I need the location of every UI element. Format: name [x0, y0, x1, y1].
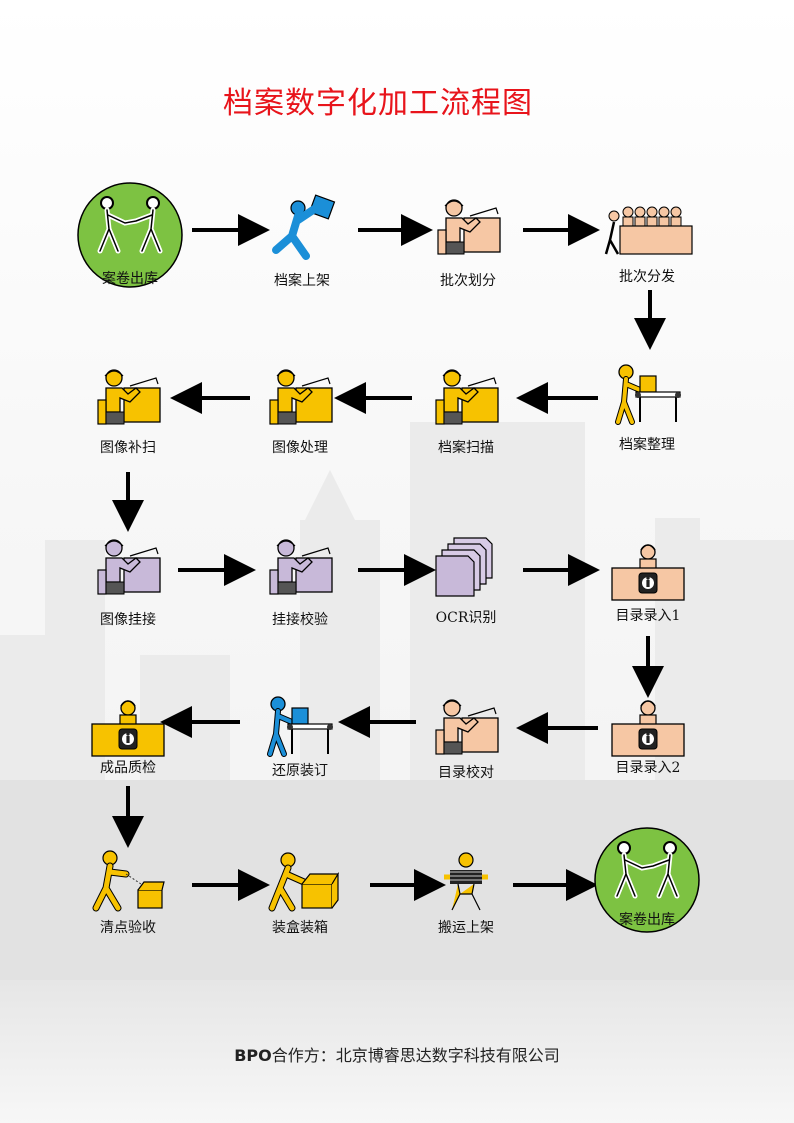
carry-box-icon — [272, 194, 336, 260]
step-label-18: 装盒装箱 — [272, 920, 328, 936]
step-label-3: 批次划分 — [440, 273, 496, 289]
footer-partner: BPO合作方：北京博睿思达数字科技有限公司 — [0, 1042, 794, 1066]
step-label-14: 目录校对 — [438, 765, 494, 781]
step-label-16: 成品质检 — [100, 760, 156, 776]
handover-icon — [77, 182, 183, 288]
workbench-icon — [267, 696, 333, 757]
step-label-8: 图像补扫 — [100, 440, 156, 456]
step-label-15: 还原装订 — [272, 763, 328, 779]
documents-icon — [435, 537, 493, 597]
desk-worker-icon — [97, 539, 161, 595]
step-label-1: 案卷出库 — [102, 271, 158, 287]
step-label-17: 清点验收 — [100, 920, 156, 936]
footer-bold: BPO — [234, 1046, 272, 1065]
scanner-worker-icon — [435, 369, 499, 425]
scanner-worker-icon — [269, 369, 333, 425]
step-label-6: 档案扫描 — [438, 440, 494, 456]
step-label-7: 图像处理 — [272, 440, 328, 456]
page-title: 档案数字化加工流程图 — [223, 86, 533, 121]
step-label-12: 目录录入1 — [615, 608, 681, 624]
step-label-19: 搬运上架 — [438, 920, 494, 936]
operator-desk-icon — [91, 700, 165, 757]
desk-worker-icon — [269, 539, 333, 595]
carry-stack-icon — [444, 852, 488, 911]
step-label-2: 档案上架 — [274, 273, 330, 289]
step-label-10: 挂接校验 — [272, 612, 328, 628]
desk-worker-icon — [435, 699, 499, 755]
step-label-11: OCR识别 — [435, 610, 497, 626]
step-label-5: 档案整理 — [619, 437, 675, 453]
operator-desk-icon — [611, 700, 685, 757]
handover-icon — [594, 827, 700, 933]
footer-text: 合作方：北京博睿思达数字科技有限公司 — [271, 1046, 560, 1065]
packing-box-icon — [268, 852, 340, 912]
step-label-20: 案卷出库 — [619, 912, 675, 928]
step-label-4: 批次分发 — [619, 269, 675, 285]
step-label-13: 目录录入2 — [615, 760, 681, 776]
group-distribute-icon — [604, 206, 693, 255]
inspect-box-icon — [92, 850, 165, 912]
step-label-9: 图像挂接 — [100, 612, 156, 628]
operator-desk-icon — [611, 544, 685, 601]
scanner-worker-icon — [97, 369, 161, 425]
workbench-icon — [615, 364, 681, 425]
desk-worker-icon — [437, 199, 501, 255]
